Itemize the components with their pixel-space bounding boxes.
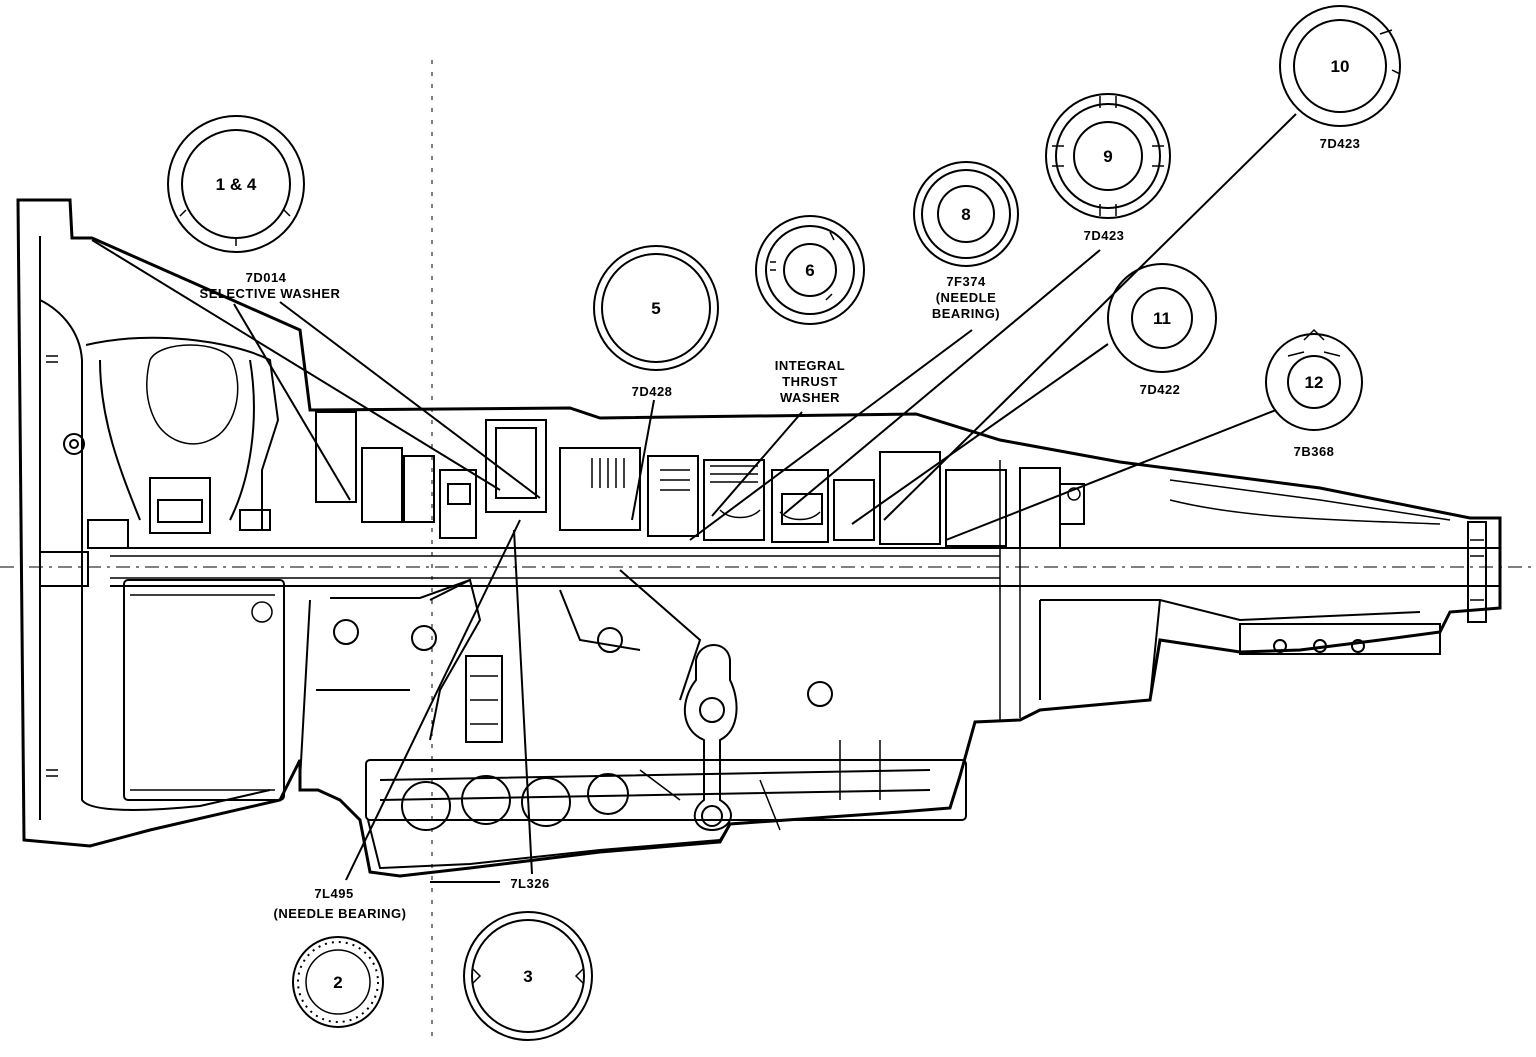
part-11: 11 [1107,263,1217,373]
part-10-code: 7D423 [1320,136,1361,151]
part-5: 5 [593,245,719,371]
part-3: 3 [463,911,593,1041]
part-8-note-2: BEARING) [932,306,1000,321]
part-1-and-4-label: 1 & 4 [216,175,257,194]
part-12-code: 7B368 [1294,444,1335,459]
part-12-label: 12 [1305,373,1324,392]
part-11-label: 11 [1153,309,1171,328]
valve-body [251,578,967,870]
part-10: 10 [1279,5,1401,127]
part-6-label: 6 [805,261,814,280]
integral-thrust-washer-line-1: INTEGRAL [775,358,845,373]
part-3-label: 3 [523,967,532,986]
needle-bearing-7l495-note: (NEEDLE BEARING) [274,906,407,921]
part-11-code: 7D422 [1140,382,1181,397]
part-8: 8 [913,161,1019,267]
part-8-label: 8 [961,205,970,224]
integral-thrust-washer-line-3: WASHER [780,390,840,405]
part-5-code: 7D428 [632,384,673,399]
leader-lines [91,113,1297,881]
part-6: 6 [755,215,865,325]
part-8-code: 7F374 [946,274,986,289]
part-12: 12 [1265,328,1363,431]
part-5-label: 5 [651,299,660,318]
selective-washer-text: SELECTIVE WASHER [200,286,341,301]
integral-thrust-washer-line-2: THRUST [782,374,838,389]
part-7l326-code: 7L326 [510,876,549,891]
callout-labels: 7D014 SELECTIVE WASHER 7D428 INTEGRAL TH… [200,136,1361,921]
part-2-label: 2 [333,973,342,992]
part-9: 9 [1045,93,1171,219]
part-1-and-4: 1 & 4 [167,115,305,253]
part-2: 2 [292,936,384,1028]
needle-bearing-7l495-code: 7L495 [314,886,353,901]
part-8-note-1: (NEEDLE [936,290,997,305]
part-10-label: 10 [1331,57,1350,76]
transmission-housing [16,198,1502,878]
extension-housing [999,460,1441,720]
part-9-label: 9 [1103,147,1112,166]
gear-train [315,411,1451,701]
selective-washer-code: 7D014 [246,270,287,285]
part-9-code: 7D423 [1084,228,1125,243]
